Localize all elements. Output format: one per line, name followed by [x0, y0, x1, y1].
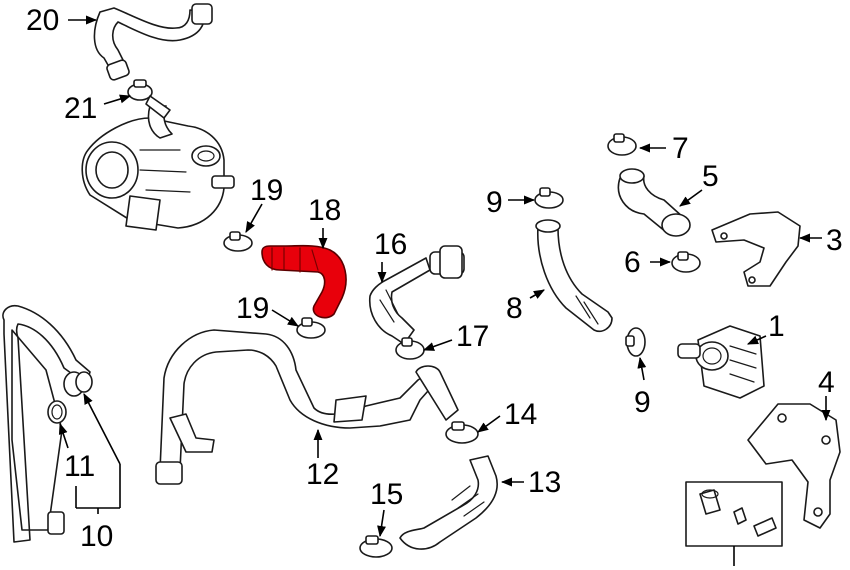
callout-14: 14 — [504, 398, 537, 431]
callout-12: 12 — [306, 458, 339, 491]
part-8-hose[interactable] — [535, 219, 613, 333]
callout-9-upper: 9 — [486, 186, 503, 219]
part-18-coolant-hose[interactable] — [261, 244, 347, 319]
part-19-clamp-upper[interactable] — [223, 231, 253, 252]
callout-1: 1 — [768, 310, 785, 343]
callout-16: 16 — [374, 228, 407, 261]
part-14-clamp[interactable] — [445, 421, 479, 444]
part-1-water-pump[interactable] — [677, 325, 765, 399]
callout-19-upper: 19 — [250, 174, 283, 207]
callout-10: 10 — [80, 520, 113, 553]
hardware-kit[interactable] — [685, 481, 783, 566]
part-21-clamp[interactable] — [127, 79, 153, 101]
callout-9-lower: 9 — [634, 386, 651, 419]
callout-3: 3 — [826, 224, 843, 257]
callout-11: 11 — [64, 450, 95, 483]
part-7-clamp[interactable] — [607, 133, 637, 156]
part-13-hose[interactable] — [399, 455, 498, 550]
part-16-hose[interactable] — [368, 245, 465, 345]
part-4-bracket[interactable] — [747, 403, 841, 529]
part-17-clamp[interactable] — [395, 337, 425, 360]
part-12-coolant-pipe[interactable] — [155, 329, 459, 485]
leader-lines — [58, 15, 831, 538]
part-9-clamp-lower[interactable] — [625, 327, 646, 357]
part-5-hose[interactable] — [617, 168, 691, 237]
callout-15: 15 — [370, 478, 403, 511]
part-15-clamp[interactable] — [359, 535, 393, 558]
callouts: 20 21 19 18 19 16 17 12 14 13 15 11 10 9… — [26, 4, 843, 553]
callout-19-lower: 19 — [236, 292, 269, 325]
callout-18: 18 — [308, 194, 341, 227]
callout-13: 13 — [528, 466, 561, 499]
part-6-clamp[interactable] — [671, 251, 701, 273]
callout-8: 8 — [506, 292, 523, 325]
callout-7: 7 — [672, 132, 689, 165]
part-10-coolant-pipe[interactable] — [2, 304, 93, 543]
part-3-bracket[interactable] — [711, 211, 801, 287]
callout-20: 20 — [26, 4, 59, 37]
callout-21: 21 — [64, 92, 97, 125]
callout-4: 4 — [818, 366, 835, 399]
part-19-clamp-lower[interactable] — [296, 317, 326, 339]
part-20-upper-hose[interactable] — [93, 3, 213, 81]
part-11-o-ring[interactable] — [47, 400, 67, 424]
thermostat-housing[interactable] — [81, 95, 235, 231]
callout-17: 17 — [456, 320, 489, 353]
part-9-clamp-upper[interactable] — [534, 187, 564, 209]
callout-6: 6 — [624, 246, 641, 279]
callout-5: 5 — [702, 160, 719, 193]
